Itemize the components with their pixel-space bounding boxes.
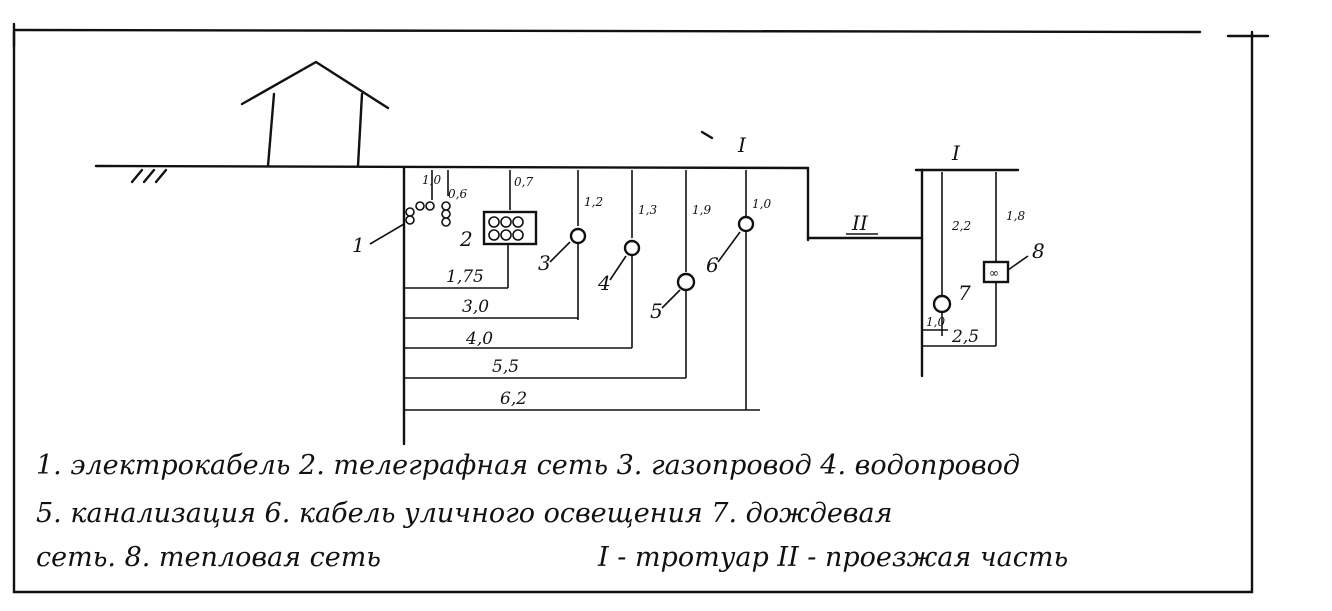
frame bbox=[12, 22, 1270, 594]
depth-telegraph: 0,7 bbox=[514, 175, 533, 189]
number-5: 5 bbox=[650, 299, 663, 323]
dim-gas: 3,0 bbox=[462, 297, 489, 317]
depth-water: 1,3 bbox=[638, 203, 657, 217]
depth-sewer: 1,9 bbox=[692, 203, 711, 217]
ground-hatch bbox=[130, 168, 168, 184]
electric-cable: 1,0 1 bbox=[352, 170, 441, 257]
legend-line-1: 1. электрокабель 2. телеграфная сеть 3. … bbox=[36, 450, 1020, 481]
dim-water: 4,0 bbox=[465, 329, 493, 349]
telegraph-network: 0,6 0,7 2 1,75 bbox=[404, 170, 538, 289]
dim-heat: 2,5 bbox=[951, 327, 979, 347]
number-3: 3 bbox=[538, 251, 551, 275]
depth-gas: 1,2 bbox=[584, 195, 603, 209]
number-8: 8 bbox=[1032, 239, 1045, 263]
legend: 1. электрокабель 2. телеграфная сеть 3. … bbox=[36, 450, 1068, 573]
number-2: 2 bbox=[459, 227, 473, 251]
heat-symbol: ∞ bbox=[989, 266, 999, 280]
zone-label-sidewalk-left: I bbox=[737, 133, 747, 157]
water-pipeline: 1,3 4 4,0 bbox=[404, 170, 657, 349]
house-icon bbox=[94, 60, 810, 170]
legend-line-2: 5. канализация 6. кабель уличного освеще… bbox=[36, 498, 893, 529]
zone-label-roadway: II bbox=[851, 211, 869, 235]
dim-drain: 1,0 bbox=[926, 315, 945, 329]
dim-lighting: 6,2 bbox=[500, 389, 527, 409]
depth-heat: 1,8 bbox=[1006, 209, 1025, 223]
zone-label-sidewalk-right: I bbox=[951, 141, 961, 165]
depth-lighting: 1,0 bbox=[752, 197, 771, 211]
drain-network: 2,2 7 1,0 bbox=[922, 172, 971, 336]
dim-telegraph: 1,75 bbox=[446, 267, 484, 287]
legend-line-3a: сеть. 8. тепловая сеть bbox=[36, 542, 381, 573]
dim-sewer: 5,5 bbox=[492, 357, 519, 377]
heat-network: ∞ 1,8 8 2,5 bbox=[922, 172, 1045, 347]
depth-drain: 2,2 bbox=[951, 219, 971, 233]
depth-electric-top: 1,0 bbox=[422, 173, 441, 187]
sewer: 1,9 5 5,5 bbox=[404, 170, 711, 379]
number-4: 4 bbox=[597, 271, 611, 295]
legend-line-3b: I - тротуар II - проезжая часть bbox=[597, 542, 1068, 573]
depth-telegraph-top: 0,6 bbox=[448, 187, 467, 201]
street-lighting-cable: 1,0 6 6,2 bbox=[404, 170, 771, 411]
gas-pipeline: 1,2 3 3,0 bbox=[404, 170, 603, 320]
number-6: 6 bbox=[706, 253, 719, 277]
number-7: 7 bbox=[958, 281, 971, 305]
number-1: 1 bbox=[352, 233, 365, 257]
